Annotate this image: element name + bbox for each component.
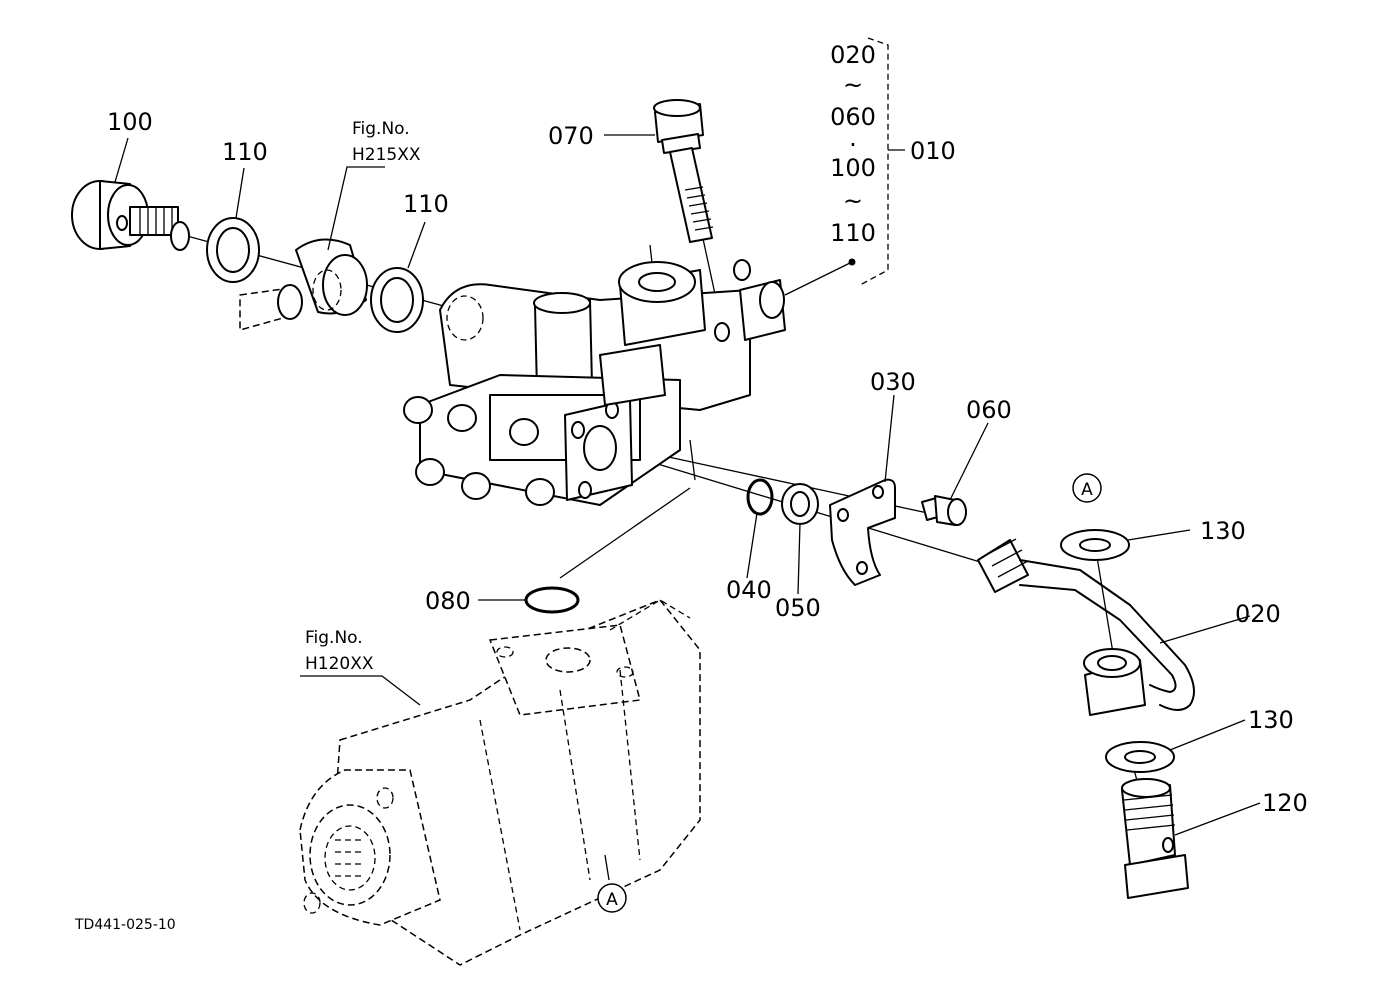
label-part-060[interactable]: 060: [966, 396, 1012, 424]
label-part-100[interactable]: 100: [107, 108, 153, 136]
group-bracket: [859, 37, 905, 286]
label-part-080[interactable]: 080: [425, 587, 471, 615]
svg-text:Fig.No.: Fig.No.: [352, 119, 410, 139]
label-part-070[interactable]: 070: [548, 122, 594, 150]
reference-banjo-fitting: [239, 238, 368, 331]
svg-text:060: 060: [830, 103, 876, 131]
part-080-o-ring[interactable]: [524, 586, 580, 614]
label-part-130-bottom[interactable]: 130: [1248, 706, 1294, 734]
part-040-o-ring[interactable]: [746, 478, 774, 516]
part-100-banjo-bolt[interactable]: [71, 180, 190, 251]
assembly-dot: [848, 258, 856, 266]
drawing-code: TD441-025-10: [74, 917, 176, 933]
label-part-020[interactable]: 020: [1235, 600, 1281, 628]
part-130-washer-top[interactable]: [1060, 529, 1130, 561]
reference-label-h215: Fig.No. H215XX: [352, 119, 421, 165]
part-110-washer-right[interactable]: [370, 267, 424, 333]
control-valve-body: [403, 259, 786, 506]
connector-mark-a-bottom: A: [597, 883, 627, 913]
label-part-110-right[interactable]: 110: [403, 190, 449, 218]
part-070-bolt[interactable]: [653, 99, 714, 243]
svg-text:A: A: [606, 890, 618, 910]
svg-text:A: A: [1081, 480, 1093, 500]
label-part-030[interactable]: 030: [870, 368, 916, 396]
label-assembly-010[interactable]: 010: [910, 137, 956, 165]
part-020-pipe[interactable]: [977, 538, 1195, 716]
part-110-washer-left[interactable]: [206, 217, 260, 283]
svg-text:020: 020: [830, 41, 876, 69]
label-part-050[interactable]: 050: [775, 594, 821, 622]
svg-text:100: 100: [830, 154, 876, 182]
svg-text:~: ~: [843, 71, 863, 99]
part-050-washer[interactable]: [781, 483, 819, 525]
group-range-labels: 020 ~ 060 · 100 ~ 110 010: [830, 41, 956, 247]
svg-text:Fig.No.: Fig.No.: [305, 628, 363, 648]
label-part-110-left[interactable]: 110: [222, 138, 268, 166]
svg-text:H120XX: H120XX: [305, 654, 374, 674]
part-labels: 100 110 110 070 030 060 040 050 080 130 …: [107, 108, 1308, 817]
part-120-bolt[interactable]: [1121, 778, 1189, 899]
part-030-plate[interactable]: [829, 478, 896, 586]
leader-lines: [114, 134, 1261, 881]
label-part-040[interactable]: 040: [726, 576, 772, 604]
part-130-washer-bottom[interactable]: [1105, 741, 1175, 773]
svg-text:H215XX: H215XX: [352, 145, 421, 165]
svg-text:110: 110: [830, 219, 876, 247]
svg-text:~: ~: [843, 187, 863, 215]
label-part-120[interactable]: 120: [1262, 789, 1308, 817]
part-060-plug[interactable]: [921, 495, 967, 526]
reference-label-h120: Fig.No. H120XX: [305, 628, 374, 674]
svg-text:·: ·: [849, 131, 857, 159]
connector-mark-a-top: A: [1072, 473, 1102, 503]
label-part-130-top[interactable]: 130: [1200, 517, 1246, 545]
